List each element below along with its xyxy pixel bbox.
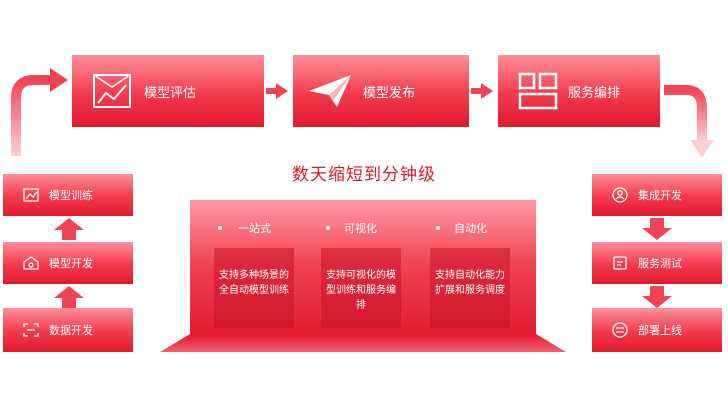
- pillar-description: 支持自动化能力扩展和服务调度: [430, 248, 510, 328]
- curve-arrow-left: [11, 68, 68, 156]
- step-model-release: 模型发布: [293, 55, 469, 127]
- chart-icon: [90, 71, 134, 111]
- pillar-title-one-stop: 一站式: [238, 222, 271, 235]
- bullet-dot: [436, 226, 440, 230]
- arrow-down: [642, 286, 672, 308]
- user-icon: [612, 187, 628, 203]
- step-label: 模型训练: [49, 189, 93, 202]
- arrow-right: [276, 83, 288, 99]
- arrow-right: [481, 83, 493, 99]
- step-service-orchestration: 服务编排: [498, 55, 660, 127]
- arrow-shaft: [266, 88, 276, 94]
- step-model-training: 模型训练: [3, 174, 133, 216]
- arrow-down: [642, 218, 672, 240]
- bullet-dot: [326, 226, 330, 230]
- scan-icon: [23, 323, 39, 337]
- step-model-evaluation: 模型评估: [72, 55, 264, 127]
- layout-icon: [518, 71, 558, 111]
- pillar-description: 支持可视化的模型训练和服务编排: [321, 248, 401, 328]
- step-model-development: 模型开发: [3, 242, 133, 284]
- step-label: 模型发布: [363, 85, 416, 101]
- pillar-title-automation: 自动化: [454, 222, 487, 235]
- pillar-description: 支持多种场景的全自动模型训练: [214, 248, 294, 328]
- platform-base: [160, 334, 566, 352]
- headline: 数天缩短到分钟级: [292, 165, 436, 185]
- step-label: 模型评估: [144, 85, 197, 101]
- clipboard-icon: [612, 255, 628, 271]
- step-label: 数据开发: [49, 324, 93, 337]
- curve-arrow-right: [664, 85, 714, 158]
- paper-plane-icon: [307, 71, 353, 111]
- pillar-title-visual: 可视化: [344, 222, 377, 235]
- step-service-testing: 服务测试: [592, 242, 722, 284]
- deploy-icon: [612, 322, 628, 338]
- step-integration-development: 集成开发: [592, 174, 722, 216]
- bullet-dot: [218, 226, 222, 230]
- chart-icon: [23, 188, 39, 202]
- gear-icon: [23, 256, 39, 270]
- step-label: 服务测试: [638, 257, 682, 270]
- arrow-shaft: [471, 88, 481, 94]
- step-deployment: 部署上线: [592, 308, 722, 352]
- step-data-development: 数据开发: [3, 308, 133, 352]
- step-label: 模型开发: [49, 257, 93, 270]
- arrow-up: [54, 286, 84, 308]
- step-label: 服务编排: [568, 85, 621, 101]
- arrow-up: [54, 218, 84, 240]
- step-label: 集成开发: [638, 189, 682, 202]
- step-label: 部署上线: [638, 324, 682, 337]
